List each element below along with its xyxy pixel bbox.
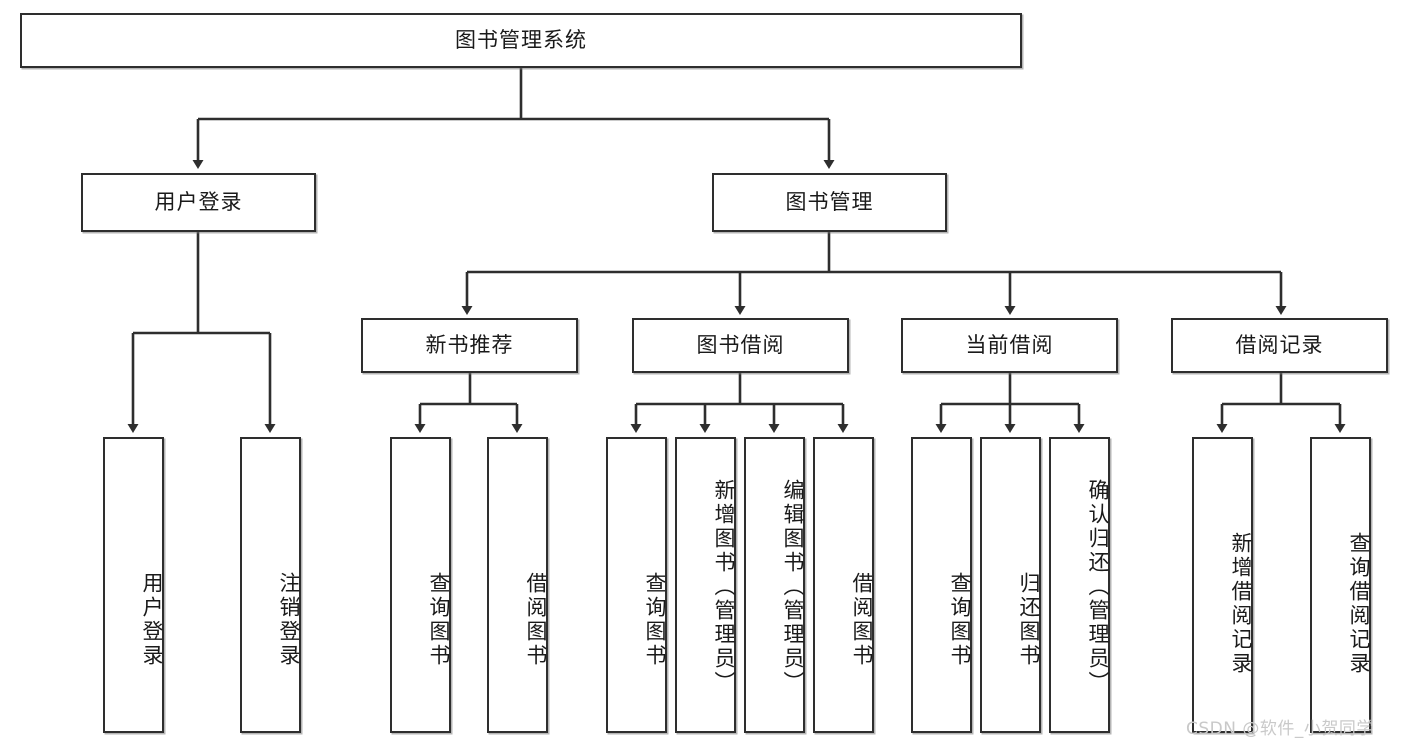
leaf-record-query-record[interactable]: 查询借阅记录	[1310, 437, 1371, 733]
leaf-user-login-login[interactable]: 用户登录	[103, 437, 164, 733]
node-borrow-record[interactable]: 借阅记录	[1171, 318, 1388, 373]
node-new-book-recommend[interactable]: 新书推荐	[361, 318, 578, 373]
node-current-borrow[interactable]: 当前借阅	[901, 318, 1118, 373]
leaf-user-login-logout[interactable]: 注销登录	[240, 437, 301, 733]
leaf-record-add-record[interactable]: 新增借阅记录	[1192, 437, 1253, 733]
leaf-borrow-borrow-book[interactable]: 借阅图书	[813, 437, 874, 733]
leaf-current-return-book[interactable]: 归还图书	[980, 437, 1041, 733]
leaf-current-query-book[interactable]: 查询图书	[911, 437, 972, 733]
leaf-new-book-borrow[interactable]: 借阅图书	[487, 437, 548, 733]
leaf-new-book-query[interactable]: 查询图书	[390, 437, 451, 733]
node-book-management[interactable]: 图书管理	[712, 173, 947, 232]
leaf-borrow-add-book-admin[interactable]: 新增图书（管理员）	[675, 437, 736, 733]
node-user-login[interactable]: 用户登录	[81, 173, 316, 232]
leaf-current-confirm-return-admin[interactable]: 确认归还（管理员）	[1049, 437, 1110, 733]
leaf-borrow-query-book[interactable]: 查询图书	[606, 437, 667, 733]
leaf-borrow-edit-book-admin[interactable]: 编辑图书（管理员）	[744, 437, 805, 733]
node-root-system[interactable]: 图书管理系统	[20, 13, 1022, 68]
csdn-watermark: CSDN @软件_小贺同学	[1186, 719, 1374, 739]
node-book-borrow[interactable]: 图书借阅	[632, 318, 849, 373]
